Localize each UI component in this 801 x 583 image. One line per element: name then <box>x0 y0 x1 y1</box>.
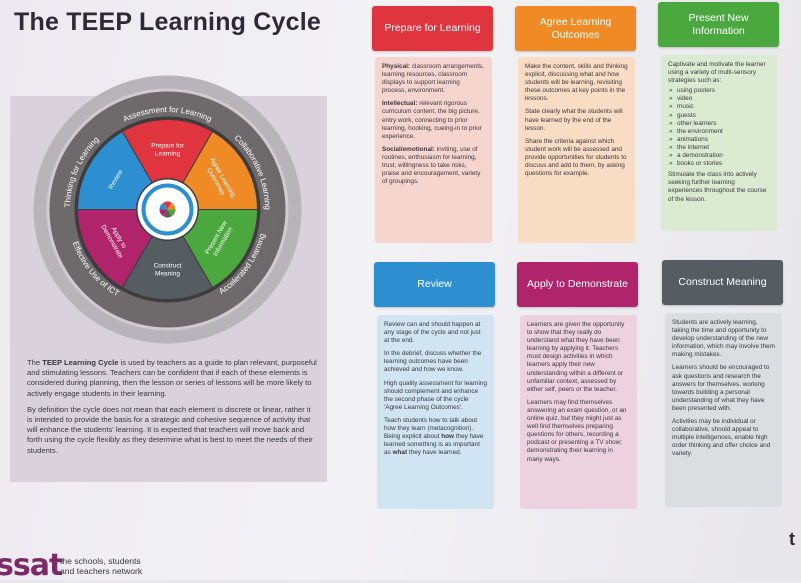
present-strategy-item: a demonstration <box>668 152 771 160</box>
center-mini-wedge <box>163 201 172 210</box>
card-header-apply: Apply to Demonstrate <box>517 262 638 307</box>
ssat-logo: ssat <box>0 548 63 583</box>
wheel-segment <box>76 209 153 289</box>
wheel-segment <box>121 235 214 300</box>
present-strategy-item: the environment <box>668 128 771 136</box>
card-header-agree: Agree Learning Outcomes <box>515 6 636 51</box>
center-mini-wedge <box>167 202 176 210</box>
ssat-tagline: the schools, students and teachers netwo… <box>60 556 143 576</box>
card-body-agree: Make the content, skills and thinking ex… <box>518 57 635 243</box>
wheel-segment <box>182 130 259 210</box>
present-strategy-item: guests <box>668 112 771 120</box>
card-body-construct: Students are actively learning, taking t… <box>665 313 782 507</box>
present-strategy-item: music <box>668 103 771 111</box>
center-mini-wedge <box>167 209 176 217</box>
present-strategy-item: other learners <box>668 120 771 128</box>
card-header-construct: Construct Meaning <box>662 260 783 305</box>
intro-paragraph-1: The TEEP Learning Cycle is used by teach… <box>27 358 317 398</box>
intro-text: The TEEP Learning Cycle is used by teach… <box>27 358 317 462</box>
card-body-review: Review can and should happen at any stag… <box>377 315 494 509</box>
center-mini-wedge <box>159 209 168 217</box>
present-strategy-item: animations <box>668 136 771 144</box>
card-body-present: Captivate and motivate the learner using… <box>661 55 778 231</box>
intro-paragraph-2: By definition the cycle does not mean th… <box>27 404 313 455</box>
wheel-segment <box>76 130 153 210</box>
present-strategy-item: video <box>668 95 771 103</box>
present-strategy-item: the internet <box>668 144 771 152</box>
present-strategy-list: using postersvideomusicguestsother learn… <box>668 87 771 168</box>
wheel-segment <box>121 119 214 184</box>
present-strategy-item: using posters <box>668 87 771 95</box>
edge-letter: t <box>789 529 795 549</box>
card-header-present: Present New Information <box>658 2 779 47</box>
center-mini-wedge <box>163 209 172 218</box>
card-body-prepare: Physical: classroom arrangements, learni… <box>375 57 492 243</box>
poster-title: The TEEP Learning Cycle <box>14 8 322 36</box>
card-body-apply: Learners are given the opportunity to sh… <box>520 315 637 509</box>
card-header-review: Review <box>374 262 495 307</box>
card-header-prepare: Prepare for Learning <box>372 6 493 51</box>
present-strategy-item: books or stories <box>668 160 771 168</box>
center-mini-wedge <box>159 202 168 210</box>
